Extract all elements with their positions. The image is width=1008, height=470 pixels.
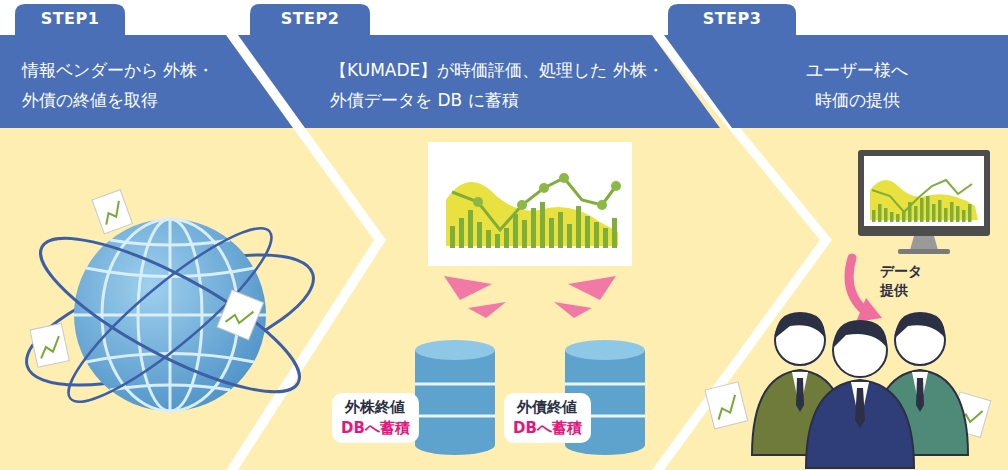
document-icons <box>30 190 264 367</box>
db-action: DBへ蓄積 <box>341 418 410 439</box>
step-tab-label: STEP1 <box>15 9 125 28</box>
chart-bar <box>938 200 942 222</box>
pink-arrow-marks <box>444 276 616 318</box>
monitor-illustration <box>858 150 990 254</box>
chart-bar <box>504 228 509 248</box>
chart-bar <box>920 198 924 222</box>
step-heading: 情報ベンダーから 外株・外債の終値を取得 <box>22 55 252 115</box>
chart-bar <box>603 228 608 248</box>
chart-bar <box>540 202 545 248</box>
chart-bar <box>549 218 554 248</box>
chevron-panels <box>0 4 1008 470</box>
chart-illustration <box>428 142 632 266</box>
chart-bar <box>968 204 972 222</box>
step-heading: 【KUMADE】が時価評価、処理した 外株・外債データを DB に蓄積 <box>330 55 670 115</box>
chart-bar <box>884 208 888 222</box>
chart-bar <box>962 210 966 222</box>
chart-bar <box>932 204 936 222</box>
step-chevron: STEP3 ユーザー様へ 時価の提供 <box>664 0 1008 470</box>
chart-bar <box>459 218 464 248</box>
chart-bar <box>612 218 617 248</box>
chart-bar <box>896 214 900 222</box>
step-heading: ユーザー様へ 時価の提供 <box>792 55 922 115</box>
chart-bar <box>531 208 536 248</box>
chart-bar <box>567 224 572 248</box>
chart-bar <box>477 222 482 248</box>
step-tab-label: STEP3 <box>668 9 796 28</box>
chart-bar <box>522 220 527 248</box>
chart-bar <box>878 204 882 222</box>
data-arrow <box>849 258 882 322</box>
step-tab-label: STEP2 <box>250 9 370 28</box>
chart-bar <box>450 226 455 248</box>
step-chevron: STEP1 情報ベンダーから 外株・外債の終値を取得 <box>0 0 376 470</box>
chart-bar <box>950 202 954 222</box>
chart-bar <box>468 210 473 248</box>
chart-bar <box>495 234 500 248</box>
chart-bar <box>576 206 581 248</box>
chart-bar <box>872 210 876 222</box>
db-name: 外債終値 <box>513 397 582 418</box>
arrow-label: データ 提供 <box>880 262 932 300</box>
globe-illustration <box>13 190 328 422</box>
chart-bar <box>956 206 960 222</box>
step-chevron: STEP2 【KUMADE】が時価評価、処理した 外株・外債データを DB に蓄積… <box>238 0 820 470</box>
db-action: DBへ蓄積 <box>513 418 582 439</box>
db-label-box: 外債終値DBへ蓄積 <box>504 393 591 443</box>
chart-bar <box>594 222 599 248</box>
chart-bar <box>926 196 930 222</box>
chart-bar <box>486 230 491 248</box>
chart-bar <box>914 206 918 222</box>
database-cylinders <box>415 340 645 455</box>
chart-bar <box>890 212 894 222</box>
chart-bar <box>585 216 590 248</box>
users-illustration <box>705 312 991 468</box>
db-label-box: 外株終値DBへ蓄積 <box>332 393 419 443</box>
db-name: 外株終値 <box>341 397 410 418</box>
chart-bar <box>944 208 948 222</box>
chart-bar <box>558 212 563 248</box>
chart-bar <box>513 214 518 248</box>
